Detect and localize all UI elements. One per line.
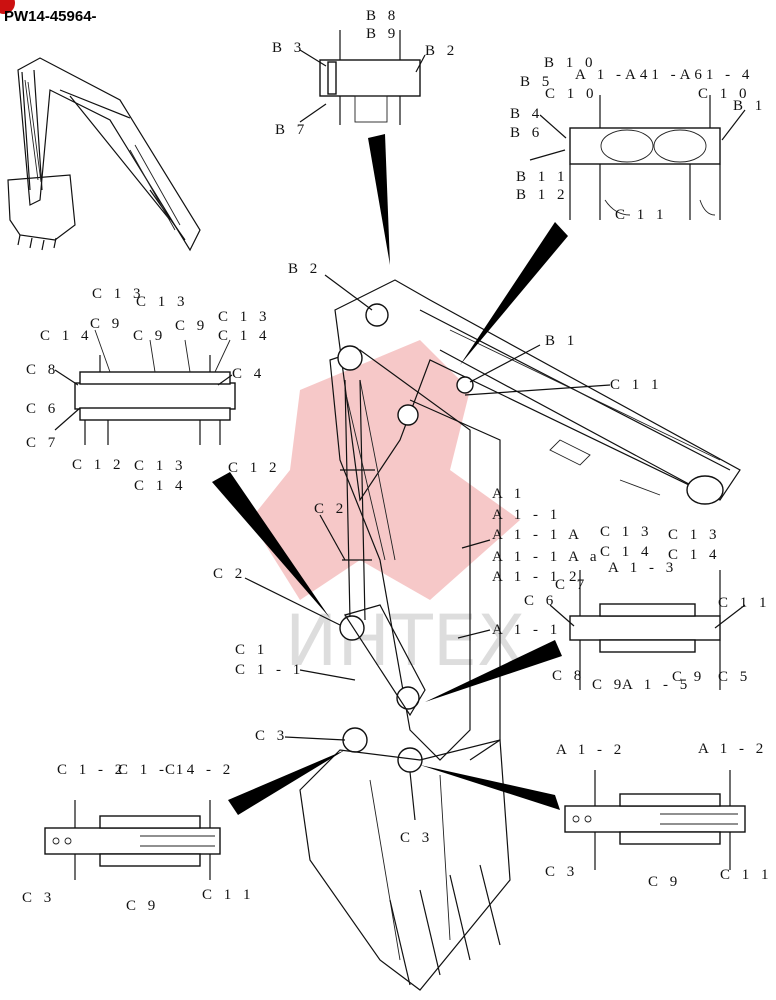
corner-badge [0,0,15,14]
pointer-top [368,134,390,265]
label-c14-b: C 1 4 [218,328,271,344]
label-br-c9: C 9 [648,874,681,890]
label-c7-left: C 7 [26,435,59,451]
label-a1: A 1 [492,486,525,502]
label-a1-1: A 1 - 1 [492,507,561,523]
detail-bottom-right-pin [564,770,746,870]
label-mr-a1-3: A 1 - 3 [608,560,677,576]
detail-mid-right-pin [549,570,746,690]
label-a1-1a: A 1 - 1 A [492,527,583,543]
label-b12: B 1 2 [516,187,569,203]
label-b2: B 2 [425,43,458,59]
main-arm-assembly [244,274,741,991]
label-c12-b: C 1 2 [228,460,281,476]
label-bl-c11: C 1 1 [202,887,255,903]
label-mr-c11: C 1 1 [718,595,771,611]
label-c13-b: C 1 3 [136,294,189,310]
label-b6: B 6 [510,125,543,141]
label-c1-1: C 1 - 1 [235,662,304,678]
label-a1-a4-a6: A 1 -A41 -A61 - 4 [575,67,753,83]
watermark-text: ИНТЕХ [285,600,525,682]
label-bl-c1-1: C 1 - 1 [118,762,187,778]
pointer-mid-left [212,472,330,618]
label-c1: C 1 [235,642,268,658]
label-mr-c14a: C 1 4 [600,544,653,560]
label-b8: B 8 [366,8,399,24]
label-b3: B 3 [272,40,305,56]
label-mr-c13b: C 1 3 [668,527,721,543]
detail-pointers [212,134,568,815]
label-b5: B 5 [520,74,553,90]
label-c10-left: C 1 0 [545,86,598,102]
label-mr-c5: C 5 [718,669,751,685]
label-br-a1-2a: A 1 - 2 [556,742,625,758]
label-c13-a: C 1 3 [92,286,145,302]
label-mr-c9b: C 9 [672,669,705,685]
label-b4: B 4 [510,106,543,122]
pointer-top-right [460,222,568,365]
label-c14-a: C 1 4 [40,328,93,344]
label-mr-c14b: C 1 4 [668,547,721,563]
label-c3-main: C 3 [255,728,288,744]
label-a1-1-b: A 1 - 1 [492,622,561,638]
label-mr-c6: C 6 [524,593,557,609]
label-br-c3: C 3 [545,864,578,880]
excavator-thumbnail [7,57,201,252]
label-c13-c: C 1 3 [218,309,271,325]
label-c9-a: C 9 [90,316,123,332]
label-bl-c4-2: C 4 - 2 [165,762,234,778]
label-b1-top: B 1 [733,98,766,114]
label-a1-1aa: A 1 - 1 A a [492,549,601,565]
label-c13-d: C 1 3 [134,458,187,474]
watermark-logo: ИНТЕХ [250,340,525,682]
label-c3-bucket: C 3 [400,830,433,846]
label-b2-main: B 2 [288,261,321,277]
label-c9-c: C 9 [175,318,208,334]
detail-top-right-pin [529,95,746,220]
pointer-mid-right [425,640,562,702]
label-c2-b: C 2 [213,566,246,582]
label-b1-main: B 1 [545,333,578,349]
label-c12-a: C 1 2 [72,457,125,473]
label-a1-12: A 1 - 1 2 [492,569,581,585]
label-c8-left: C 8 [26,362,59,378]
label-c14-c: C 1 4 [134,478,187,494]
label-br-c11: C 1 1 [720,867,773,883]
label-mr-c7: C 7 [555,577,588,593]
label-c6-left: C 6 [26,401,59,417]
part-labels: B 8 B 9 B 3 B 2 B 7 B 1 0 A 1 -A41 -A61 … [22,8,773,914]
detail-top-pin [299,30,426,125]
label-c9-b: C 9 [133,328,166,344]
label-c11-main: C 1 1 [610,377,663,393]
part-number: PW14-45964- [4,8,97,25]
pointer-bottom-right [420,765,560,810]
label-c11-top: C 1 1 [615,207,668,223]
label-c4: C 4 [232,366,265,382]
detail-mid-left-pin [54,329,236,445]
label-br-a1-2b: A 1 - 2 [698,741,767,757]
label-mr-c8: C 8 [552,668,585,684]
pointer-bottom-left [228,750,345,815]
label-bl-c3: C 3 [22,890,55,906]
label-b11: B 1 1 [516,169,569,185]
detail-bottom-left-pin [44,800,221,880]
label-b9: B 9 [366,26,399,42]
label-c2-a: C 2 [314,501,347,517]
label-bl-c9: C 9 [126,898,159,914]
label-c10-right: C 1 0 [698,86,751,102]
label-mr-a1-5: A 1 - 5 [622,677,691,693]
label-b10: B 1 0 [544,55,597,71]
label-bl-c1-2: C 1 - 2 [57,762,126,778]
label-mr-c9a: C 9 [592,677,625,693]
label-b7: B 7 [275,122,308,138]
label-mr-c13a: C 1 3 [600,524,653,540]
